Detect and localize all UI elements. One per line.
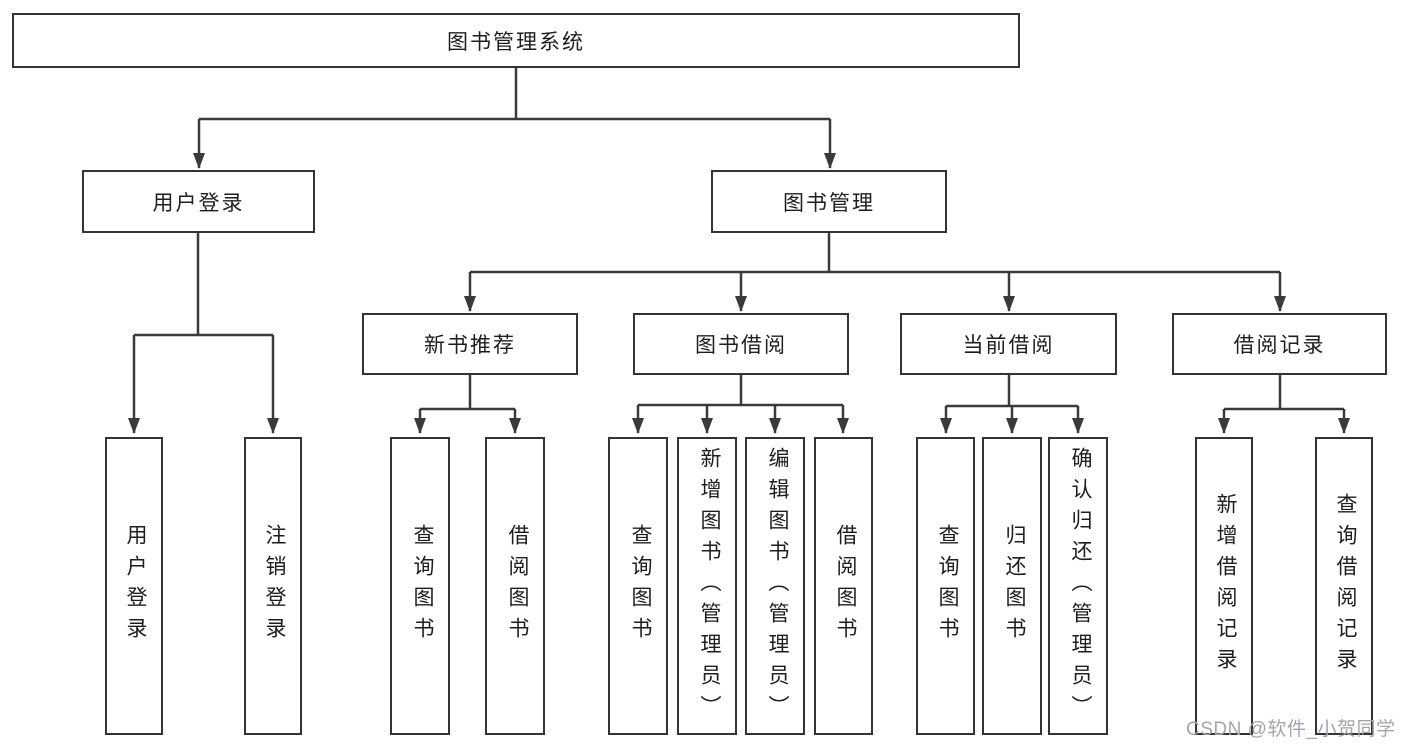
leaf-borrow-books-recommendation: 借阅图书 [485, 437, 545, 735]
leaf-query-books-current: 查询图书 [916, 437, 975, 735]
leaf-edit-book-admin: 编辑图书（管理员） [745, 437, 805, 735]
leaf-query-books-recommendation: 查询图书 [390, 437, 450, 735]
leaf-confirm-return-admin: 确认归还（管理员） [1048, 437, 1108, 735]
leaf-logout: 注销登录 [244, 437, 302, 735]
node-user-login-group: 用户登录 [82, 170, 315, 233]
leaf-query-borrow-record: 查询借阅记录 [1315, 437, 1373, 735]
csdn-watermark: CSDN @软件_小贺同学 [1186, 719, 1396, 740]
leaf-borrow-books-borrowing: 借阅图书 [814, 437, 873, 735]
node-current-borrowing: 当前借阅 [900, 313, 1117, 375]
node-borrowing-records: 借阅记录 [1172, 313, 1387, 375]
node-library-management-system: 图书管理系统 [12, 13, 1020, 68]
leaf-add-borrow-record: 新增借阅记录 [1195, 437, 1253, 735]
leaf-return-book: 归还图书 [982, 437, 1042, 735]
node-book-management-group: 图书管理 [711, 170, 947, 233]
leaf-query-books-borrowing: 查询图书 [608, 437, 668, 735]
leaf-user-login: 用户登录 [105, 437, 163, 735]
node-book-borrowing: 图书借阅 [633, 313, 849, 375]
node-new-book-recommendation: 新书推荐 [362, 313, 578, 375]
leaf-add-book-admin: 新增图书（管理员） [677, 437, 737, 735]
